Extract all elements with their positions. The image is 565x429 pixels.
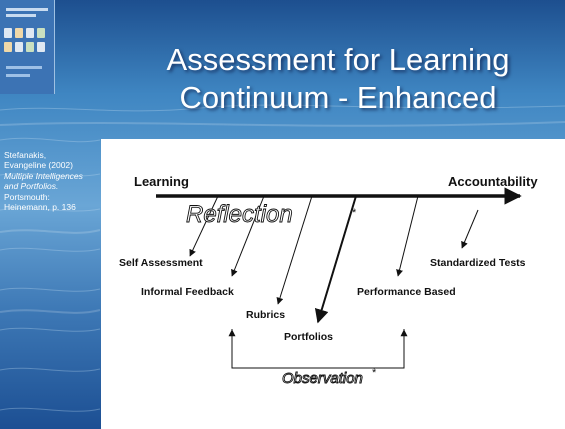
book-cover-thumbnail <box>0 0 55 94</box>
arrow-self-assessment <box>189 195 219 257</box>
diagram-panel <box>101 139 565 429</box>
continuum-label-accountability: Accountability <box>448 174 538 189</box>
slide-title-line-2: Continuum - Enhanced <box>179 80 497 115</box>
item-informal-feedback: Informal Feedback <box>141 286 234 298</box>
citation-book-title: Multiple Intelligences and Portfolios. <box>4 170 83 192</box>
arrow-standardized-tests <box>461 209 479 249</box>
reflection-label: Reflection <box>186 201 294 229</box>
item-performance-based: Performance Based <box>357 286 456 298</box>
item-standardized-tests: Standardized Tests <box>430 257 526 269</box>
arrow-portfolios <box>314 195 357 324</box>
arrow-rubrics <box>276 195 313 305</box>
arrow-informal-feedback <box>231 195 265 277</box>
arrow-performance-based <box>396 195 419 277</box>
citation-publisher: Portsmouth: Heinemann, p. 136 <box>4 191 76 213</box>
citation: Stefanakis, Evangeline (2002) Multiple I… <box>4 150 86 212</box>
item-portfolios: Portfolios <box>284 331 333 343</box>
observation-label: Observation <box>282 370 364 388</box>
continuum-label-learning: Learning <box>134 174 189 189</box>
observation-asterisk: * <box>372 367 377 379</box>
observation-bracket <box>231 329 405 369</box>
item-self-assessment: Self Assessment <box>119 257 203 269</box>
reflection-asterisk: * <box>352 207 357 219</box>
item-rubrics: Rubrics <box>246 309 286 321</box>
slide-title-line-1: Assessment for Learning <box>166 42 510 77</box>
citation-author: Stefanakis, Evangeline (2002) <box>4 150 73 171</box>
